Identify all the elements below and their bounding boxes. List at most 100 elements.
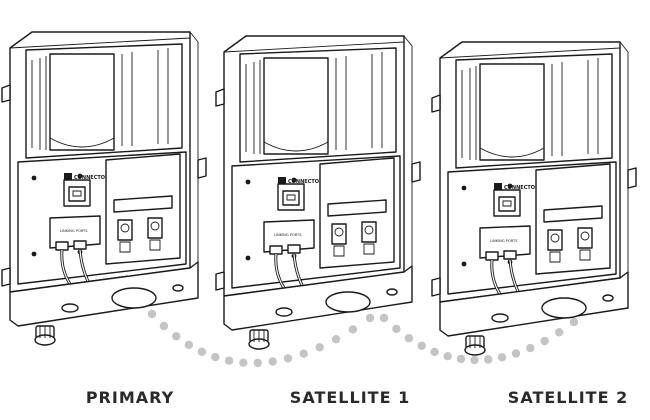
conduit-ridges [39,326,51,338]
transformer-fins [121,48,169,146]
transformer-fins [245,60,261,154]
transformer-fins [31,56,47,150]
transformer-fins [335,52,383,150]
link-dot [224,356,234,365]
port-label: LINKING PORTS [274,233,302,237]
enclosure-top-lip [223,41,405,53]
label-plate [543,205,603,223]
terminal-screw [150,221,160,231]
knockout-small [172,284,184,292]
link-dot [417,341,426,350]
knockout-small [275,307,293,317]
enclosure-bottom [439,271,629,337]
knockout-large [111,287,157,309]
linking-ports-block [479,225,531,259]
rj45-detail [72,190,82,197]
link-dot [147,309,157,319]
conduit-ridges [253,330,265,342]
link-port [503,250,517,260]
connector-label: CONNECTOR [74,175,109,181]
terminal-screw-block [117,219,133,241]
knockout-small [61,303,79,313]
hinge-tab [431,94,441,113]
terminal-screw [120,223,130,233]
transformer-fins [551,58,599,156]
enclosure-side-edge [403,35,413,273]
hinge-tab [1,267,11,287]
screw [77,173,83,179]
enclosure-bottom [9,261,199,327]
rj45-detail [502,200,512,207]
rj45-detail [286,194,296,201]
connector-badge-icon [278,177,286,184]
side-latch [411,161,421,183]
link-dot [197,347,207,356]
screw [507,183,513,189]
caption-satellite-1: SATELLITE 1 [289,388,411,407]
connector-badge-icon [494,183,502,190]
enclosure-side-edge [189,31,199,269]
link-dot [392,324,401,334]
enclosure-bottom [223,265,413,331]
linking-ports-block [49,215,101,249]
link-dot [211,352,220,362]
screw [245,255,251,261]
link-port [287,244,301,254]
screw [31,251,37,257]
rj45-jack [68,186,86,202]
transformer-curve [49,137,115,148]
caption-satellite-2: SATELLITE 2 [507,388,629,407]
terminal-lugs [549,249,591,263]
transformer-curve [479,147,545,158]
terminal-screw-block [331,223,347,245]
transformer-curve [263,141,329,152]
terminal-lugs [333,243,375,257]
link-dot [348,325,358,334]
link-dot [268,357,277,366]
caption-primary: PRIMARY [85,388,175,407]
link-dot [555,328,564,337]
link-port [73,240,87,250]
terminal-screw-block [577,227,593,249]
terminal-screw [364,225,374,235]
link-port [269,245,283,255]
screw [461,185,467,191]
link-dot [456,354,466,364]
connector-badge-icon [64,173,72,180]
label-plate [327,199,387,217]
link-port [485,251,499,261]
enclosure-side-edge [619,41,629,279]
screw [461,261,467,267]
enclosure-top-lip [439,47,621,59]
power-unit-enclosure: CONNECTOR LINKING PORTS [215,35,421,350]
link-port [55,241,69,251]
port-label: LINKING PORTS [60,229,88,233]
link-dot [184,340,194,350]
transformer-core [263,57,329,155]
link-dot [540,336,549,346]
enclosure-top-lip [9,37,191,49]
connector-label: CONNECTOR [288,179,323,185]
label-plate [113,195,173,213]
link-dot [484,355,493,364]
link-dot [569,317,579,327]
link-dot [430,347,439,356]
connector-label: CONNECTOR [504,185,539,191]
link-dot [470,355,479,365]
hinge-tab [431,277,441,297]
screw [291,177,297,183]
terminal-screw [334,227,344,237]
link-dot [331,335,341,344]
link-dot [172,332,181,341]
terminal-lugs [119,239,161,253]
screw [31,175,37,181]
link-dot [443,352,452,361]
screw [245,179,251,185]
side-latch [627,167,637,189]
knockout-large [325,291,371,313]
linking-ports-block [263,219,315,253]
link-dot [253,358,262,368]
link-dot [497,353,507,362]
